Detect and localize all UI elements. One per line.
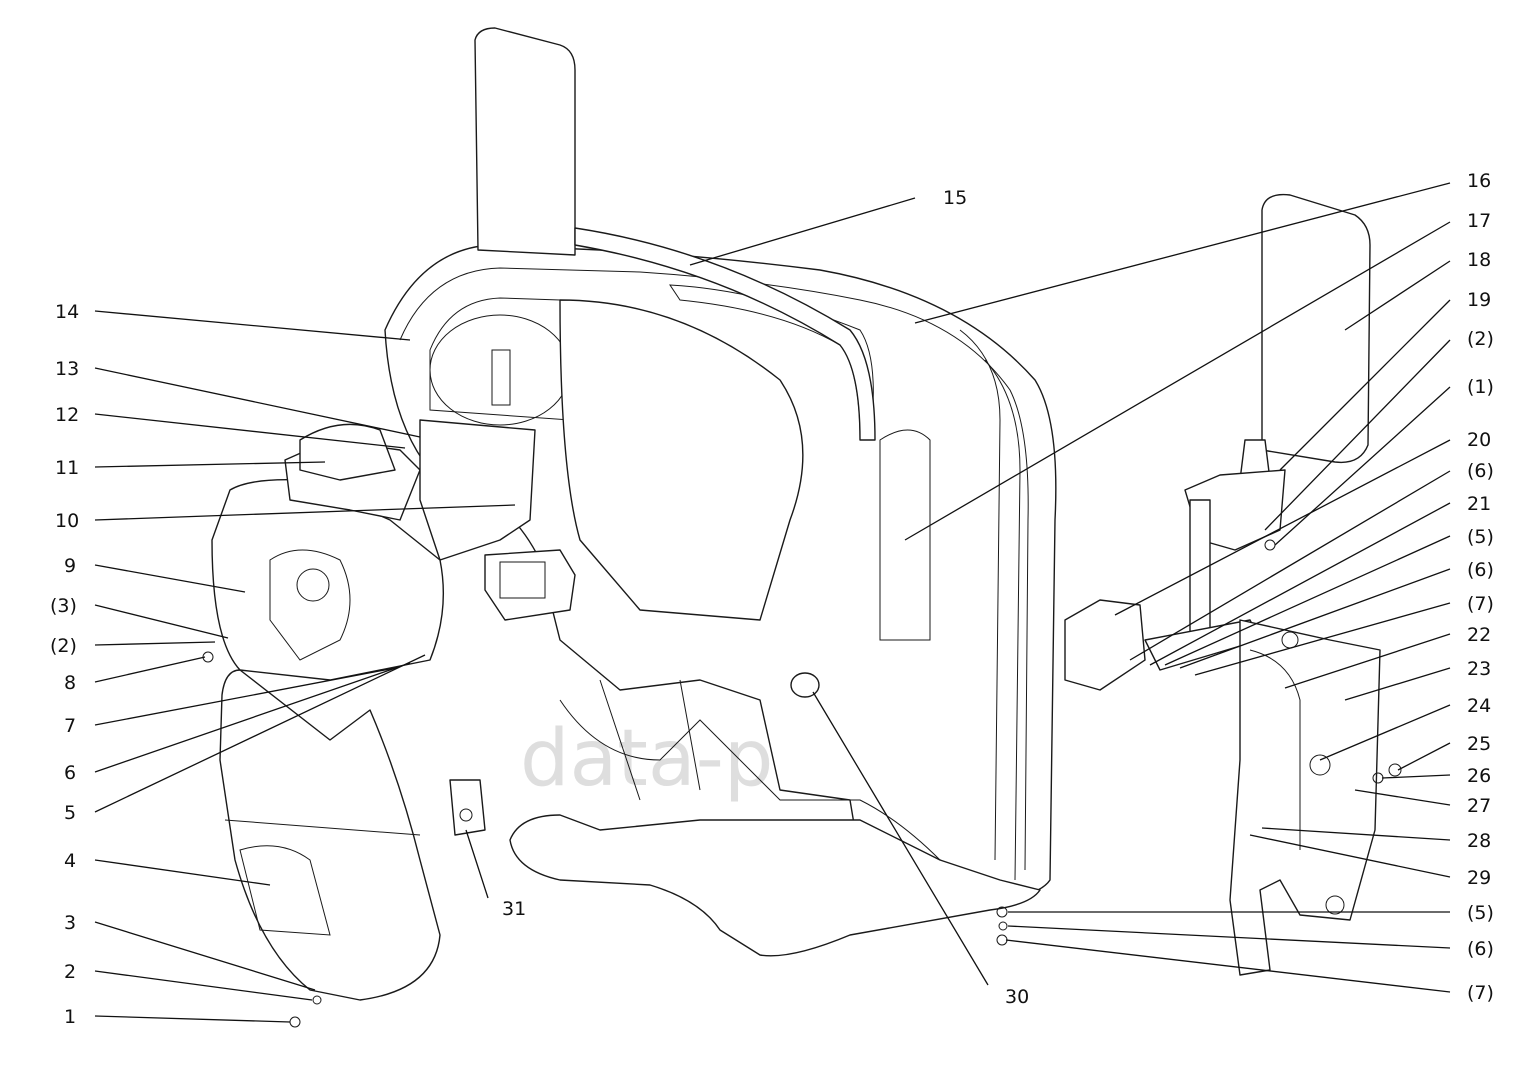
callout-3: 3	[64, 912, 76, 934]
callout-13: 13	[55, 358, 79, 380]
callout-3-ref: (3)	[50, 595, 77, 617]
callout-4: 4	[64, 850, 76, 872]
callout-2-ref-right: (2)	[1467, 328, 1494, 350]
callout-19: 19	[1467, 289, 1491, 311]
callout-11: 11	[55, 457, 79, 479]
right-mirror	[1239, 193, 1371, 481]
callout-1: 1	[64, 1006, 76, 1028]
callout-1-ref-right: (1)	[1467, 376, 1494, 398]
callout-2-ref: (2)	[50, 635, 77, 657]
callout-12: 12	[55, 404, 79, 426]
callout-9: 9	[64, 555, 76, 577]
callout-labels: 1 2 3 4 5 6 7 8 (2) (3) 9 10 11 12 13 14…	[50, 170, 1494, 1028]
callout-17: 17	[1467, 210, 1491, 232]
left-side-panel	[211, 419, 576, 681]
callout-25: 25	[1467, 733, 1491, 755]
callout-6-ref-right: (6)	[1467, 460, 1494, 482]
mirror-arm	[574, 227, 876, 441]
small-plate	[449, 779, 486, 836]
callout-24: 24	[1467, 695, 1491, 717]
callout-6-ref-bottom: (6)	[1467, 938, 1494, 960]
callout-14: 14	[55, 301, 79, 323]
right-bracket-assembly	[1064, 469, 1381, 976]
callout-23: 23	[1467, 658, 1491, 680]
lower-cover	[219, 669, 441, 1001]
callout-10: 10	[55, 510, 79, 532]
callout-30: 30	[1005, 986, 1029, 1008]
rubber-plug	[790, 672, 820, 698]
callout-6-ref-right-2: (6)	[1467, 559, 1494, 581]
callout-5: 5	[64, 802, 76, 824]
callout-7-ref-right: (7)	[1467, 593, 1494, 615]
callout-28: 28	[1467, 830, 1491, 852]
callout-20: 20	[1467, 429, 1491, 451]
callout-18: 18	[1467, 249, 1491, 271]
callout-5-ref-bottom: (5)	[1467, 902, 1494, 924]
callout-15: 15	[943, 187, 967, 209]
callout-7-ref-bottom: (7)	[1467, 982, 1494, 1004]
callout-29: 29	[1467, 867, 1491, 889]
callout-21: 21	[1467, 493, 1491, 515]
left-mirror	[474, 27, 576, 256]
callout-2: 2	[64, 961, 76, 983]
callout-7: 7	[64, 715, 76, 737]
callout-22: 22	[1467, 624, 1491, 646]
callout-8: 8	[64, 672, 76, 694]
leader-lines	[94, 182, 1451, 1023]
callout-5-ref-right: (5)	[1467, 526, 1494, 548]
callout-6: 6	[64, 762, 76, 784]
callout-31: 31	[502, 898, 526, 920]
callout-27: 27	[1467, 795, 1491, 817]
callout-26: 26	[1467, 765, 1491, 787]
callout-16: 16	[1467, 170, 1491, 192]
